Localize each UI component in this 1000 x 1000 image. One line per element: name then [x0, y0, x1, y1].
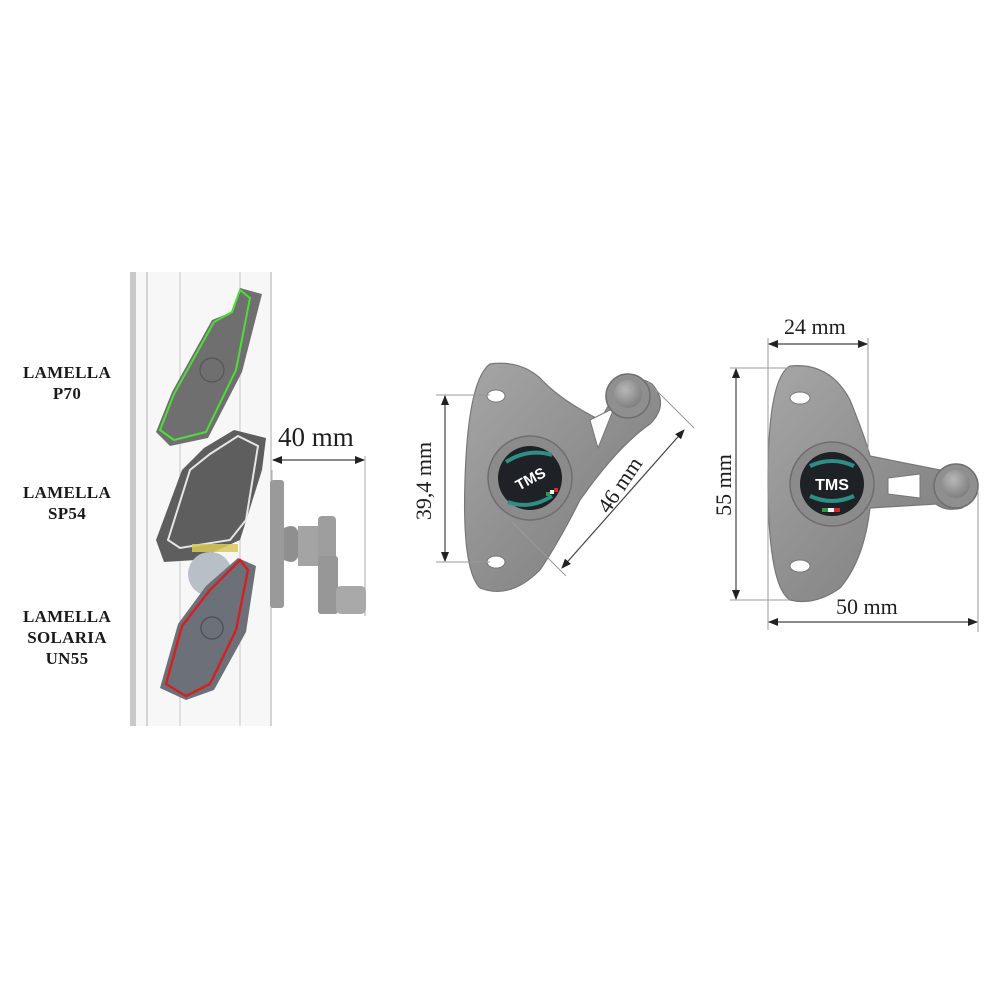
tms-logo-right: TMS: [815, 477, 849, 494]
dimension-label-24mm: 24 mm: [784, 314, 846, 339]
dimension-label-55mm: 55 mm: [711, 454, 736, 516]
label-line: LAMELLA: [22, 607, 112, 626]
dimension-24mm: [767, 338, 869, 630]
label-line: SP54: [47, 504, 87, 523]
dimension-40mm: [271, 456, 366, 616]
label-line: SOLARIA: [27, 628, 107, 647]
bracket-right: [767, 365, 979, 603]
crank-handle: [270, 480, 366, 614]
slat-label-p70: LAMELLA P70: [8, 362, 126, 404]
label-line: LAMELLA: [22, 483, 112, 502]
slat-sp54: [156, 430, 266, 562]
dimension-39-4mm: [436, 394, 490, 563]
slat-p70: [156, 288, 262, 446]
label-line: UN55: [45, 649, 89, 668]
dimension-50mm: [768, 490, 979, 632]
slat-label-solaria-un55: LAMELLA SOLARIA UN55: [8, 606, 126, 669]
label-line: LAMELLA: [22, 363, 112, 382]
dimension-55mm: [730, 367, 790, 601]
slat-label-sp54: LAMELLA SP54: [8, 482, 126, 524]
label-line: P70: [52, 384, 82, 403]
dimension-46mm: [511, 381, 695, 577]
dimension-label-39-4mm: 39,4 mm: [411, 441, 436, 521]
dimension-label-40mm: 40 mm: [278, 422, 354, 452]
dimension-label-50mm: 50 mm: [836, 594, 898, 619]
slat-solaria-un55: [160, 558, 256, 700]
